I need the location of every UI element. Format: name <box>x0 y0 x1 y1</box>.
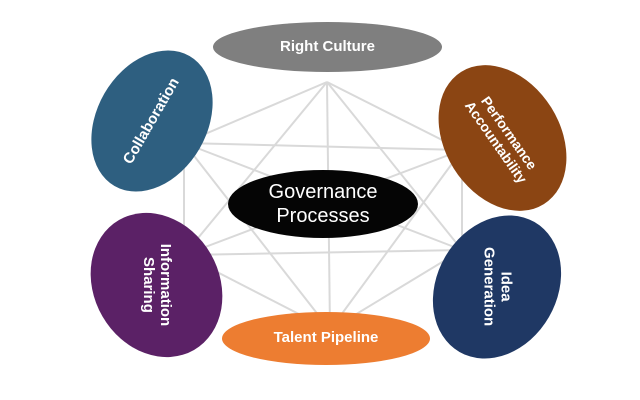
node-label: Talent Pipeline <box>273 329 379 347</box>
node-right-culture: Right Culture <box>213 22 442 72</box>
node-label: Performance Accountability <box>462 93 541 187</box>
connector-right-culture-performance-accountability <box>326 81 463 151</box>
connector-right-culture-information-sharing <box>183 81 328 256</box>
center-node-governance-processes: Governance Processes <box>228 170 418 238</box>
connector-idea-generation-information-sharing <box>183 249 463 256</box>
connector-talent-pipeline-collaboration <box>183 142 331 331</box>
connector-performance-accountability-collaboration <box>183 142 463 151</box>
node-label: Information Sharing <box>140 243 175 327</box>
node-label: Idea Generation <box>481 247 515 327</box>
connector-performance-accountability-talent-pipeline <box>329 149 463 331</box>
node-label: Collaboration <box>119 74 183 167</box>
center-label: Governance Processes <box>268 181 378 227</box>
node-talent-pipeline: Talent Pipeline <box>222 312 430 365</box>
connector-right-culture-collaboration <box>183 81 328 144</box>
connector-right-culture-idea-generation <box>326 81 463 251</box>
node-label: Right Culture <box>280 37 375 55</box>
